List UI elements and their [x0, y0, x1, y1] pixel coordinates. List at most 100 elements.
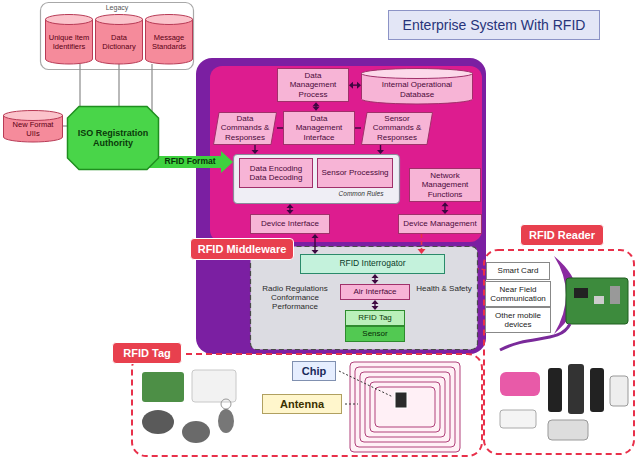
cylinder-top — [4, 111, 63, 121]
arrow-head — [312, 234, 319, 238]
data-cylinder: Unique Item Identifiers — [45, 14, 93, 64]
connector — [287, 204, 294, 214]
node-label: RFID Tag — [123, 347, 170, 360]
function-box: Device Management — [398, 214, 482, 234]
interface-box: Device Interface — [250, 214, 330, 234]
connector-line — [314, 237, 315, 251]
connector — [372, 274, 379, 284]
diagram-title: Enterprise System With RFID — [403, 17, 586, 33]
node-label: Data Management Process — [281, 71, 345, 99]
interface-box: Air Interface — [340, 284, 410, 300]
connector — [377, 144, 384, 154]
connector-line — [380, 144, 381, 151]
node-label: New Format UIIs — [5, 121, 61, 138]
edge-label: RFID Format — [165, 157, 216, 167]
connector — [349, 82, 361, 89]
reader-outline — [484, 250, 634, 454]
process-box: Sensor Processing — [317, 158, 393, 188]
parallelogram-shape — [362, 112, 433, 144]
connector — [418, 234, 426, 254]
process-box: Data Encoding Data Decoding — [239, 158, 313, 188]
node-label: RFID Tag — [358, 313, 392, 322]
antenna-coil — [350, 362, 460, 452]
interface-box: Data Management Interface — [283, 111, 355, 146]
cylinder-top — [146, 15, 193, 25]
reader-device — [548, 420, 588, 440]
board-chip — [610, 286, 620, 304]
node-label: RFID Interrogator — [339, 259, 405, 269]
device-box: Near Field Communication — [485, 281, 551, 306]
tag-disc — [182, 421, 210, 443]
tag-fob — [218, 409, 234, 433]
connector-line — [254, 144, 255, 151]
container-fill — [41, 3, 194, 70]
arrow-head — [372, 274, 379, 278]
tag-card — [192, 370, 236, 402]
tag-disc — [142, 410, 174, 434]
tag-box: RFID Tag — [345, 310, 405, 326]
arrow-head — [221, 151, 233, 173]
function-box: Network Management Functions — [409, 168, 481, 203]
cylinder-top — [362, 69, 473, 79]
node-label: Device Interface — [261, 219, 319, 228]
connector — [147, 151, 233, 173]
enterprise-panel — [196, 58, 486, 354]
node-label: Other mobile devices — [489, 311, 547, 329]
node-label: Sensor Processing — [321, 168, 388, 177]
arrow-head — [377, 150, 384, 154]
node-label: Sensor Commands & Responses — [368, 114, 426, 142]
connector — [442, 202, 449, 214]
leader-line — [345, 404, 358, 405]
data-cylinder: New Format UIIs — [3, 110, 63, 142]
connector — [312, 234, 319, 254]
node-label: Network Management Functions — [413, 171, 477, 199]
part-label: Chip — [292, 361, 336, 381]
cylinder-body — [146, 19, 193, 64]
node-label: Data Encoding Data Decoding — [243, 164, 309, 182]
node-label: RFID Middleware — [198, 243, 287, 256]
connector — [252, 144, 259, 154]
arrow-head — [252, 150, 259, 154]
edge-label-patch: RFID Format — [163, 157, 218, 167]
cylinder-top — [46, 15, 93, 25]
data-cylinder: Message Standards — [145, 14, 193, 64]
node-label: Antenna — [280, 398, 324, 411]
reader-region: Radio Regulations Conformance Performanc… — [250, 246, 478, 350]
node-label: Common Rules — [329, 190, 393, 197]
reader-device — [590, 368, 604, 412]
arrow-head — [349, 82, 353, 89]
node-label: Chip — [302, 365, 326, 378]
reader-device — [500, 372, 540, 396]
rules-container: Common Rules Data Encoding Data Decoding S… — [233, 154, 400, 204]
device-box: Other mobile devices — [485, 307, 551, 332]
cylinder-top — [96, 15, 143, 25]
node-label: Device Management — [403, 219, 476, 228]
node-label: Data Dictionary — [97, 34, 141, 51]
connector-line — [151, 64, 152, 118]
container-fill — [234, 155, 400, 204]
node-label: RFID Reader — [529, 229, 595, 242]
data-cylinder: Data Dictionary — [95, 14, 143, 64]
command-box: Sensor Commands & Responses — [361, 112, 433, 145]
fob-ring — [221, 399, 231, 409]
node-label: Sensor — [362, 329, 387, 338]
connector — [372, 300, 379, 310]
tag-card — [142, 372, 184, 402]
connector-line — [355, 127, 361, 128]
antenna-coil — [365, 377, 445, 437]
title-box: Enterprise System With RFID — [388, 10, 600, 40]
node-label: ISO Registration Authority — [77, 128, 149, 149]
callout-label: RFID Middleware — [190, 238, 294, 260]
node-label: Near Field Communication — [489, 285, 547, 303]
leader-line — [339, 371, 393, 397]
node-label: Health & Safety — [416, 284, 472, 293]
parallelogram-shape — [214, 112, 277, 144]
antenna-coil — [370, 382, 440, 432]
tag-outline — [132, 354, 482, 456]
legacy-group: LegacyUnique Item IdentifiersData Dictio… — [40, 2, 194, 70]
node-label: Message Standards — [147, 34, 191, 51]
cylinder-body — [96, 19, 143, 64]
node-label: Internal Operational Database — [364, 80, 470, 98]
reader-device — [548, 368, 562, 412]
